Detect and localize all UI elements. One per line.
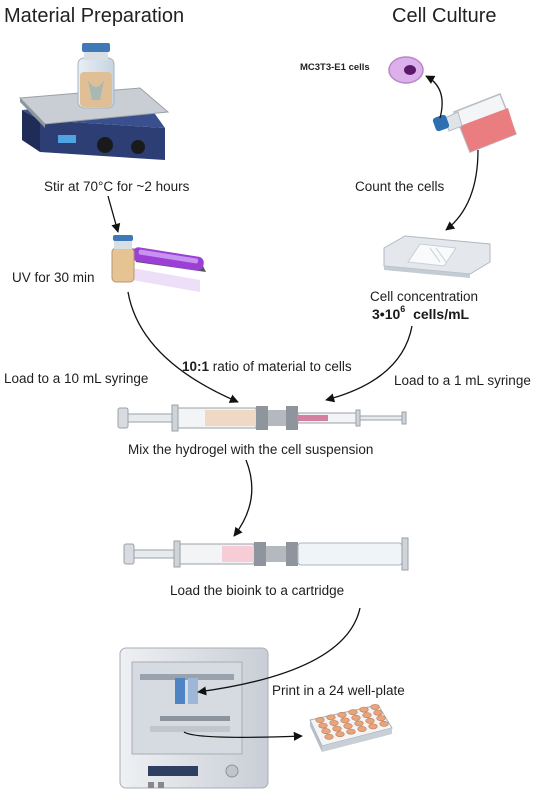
well [379,720,389,727]
ratio-label: 10:1 ratio of material to cells [182,360,352,374]
arrow-count-to-slide [445,149,479,231]
well [354,720,364,727]
arrow-printer-to-plate [183,731,303,741]
well [346,728,356,735]
well [362,712,372,719]
ratio-text: ratio of material to cells [209,359,352,374]
arrow-uv-to-mix [127,291,239,403]
left-column-title: Material Preparation [4,5,185,27]
bioprinter-icon [119,647,269,789]
well [315,717,325,723]
ratio-value: 10:1 [182,359,210,374]
concentration-value-exponent: 6 [400,304,406,314]
hotplate-stirrer-icon [18,43,170,160]
load-cartridge-label: Load the bioink to a cartridge [170,583,345,598]
load-10ml-label: Load to a 10 mL syringe [4,371,149,386]
flow-arrows [107,75,479,741]
mixing-syringes-icon [117,404,407,432]
well [326,714,336,721]
well [351,714,361,721]
arrow-conc-to-mix [325,325,413,403]
uv-step-label: UV for 30 min [12,270,95,285]
well [368,723,378,730]
well [337,711,347,718]
arrow-load-to-printer [197,607,361,696]
well [370,704,380,710]
well [373,709,383,716]
cells-label: MC3T3-E1 cells [300,62,370,73]
print-step-label: Print in a 24 well-plate [272,683,405,698]
concentration-value-base: 3•10 [372,306,401,322]
mix-step-label: Mix the hydrogel with the cell suspensio… [128,442,374,457]
well [332,725,342,732]
right-column-title: Cell Culture [392,5,497,27]
stir-step-label: Stir at 70°C for ~2 hours [44,179,190,194]
well [324,733,334,740]
well [321,728,331,735]
well [335,731,345,738]
arrow-flask-to-cell [425,75,443,119]
arrow-stir-to-uv [107,195,121,233]
well [343,723,353,729]
concentration-label: Cell concentration [370,289,479,304]
well [318,722,328,729]
well [359,706,369,713]
well-plate-icon [309,704,393,752]
well [329,720,339,726]
cartridge-syringe-icon [123,537,409,571]
well [348,709,358,716]
well [365,717,375,724]
cell-icon [388,56,424,84]
uv-lamp-icon [111,235,206,292]
wells [315,704,389,740]
arrow-mix-to-load [233,459,253,537]
concentration-value: 3•106 cells/mL [372,304,470,322]
load-1ml-label: Load to a 1 mL syringe [394,373,531,388]
well [357,726,367,732]
hemocytometer-icon [383,235,491,278]
concentration-value-unit: cells/mL [413,306,470,322]
well [340,717,350,724]
well [376,715,386,722]
count-step-label: Count the cells [355,179,445,194]
culture-flask-icon [432,93,517,153]
